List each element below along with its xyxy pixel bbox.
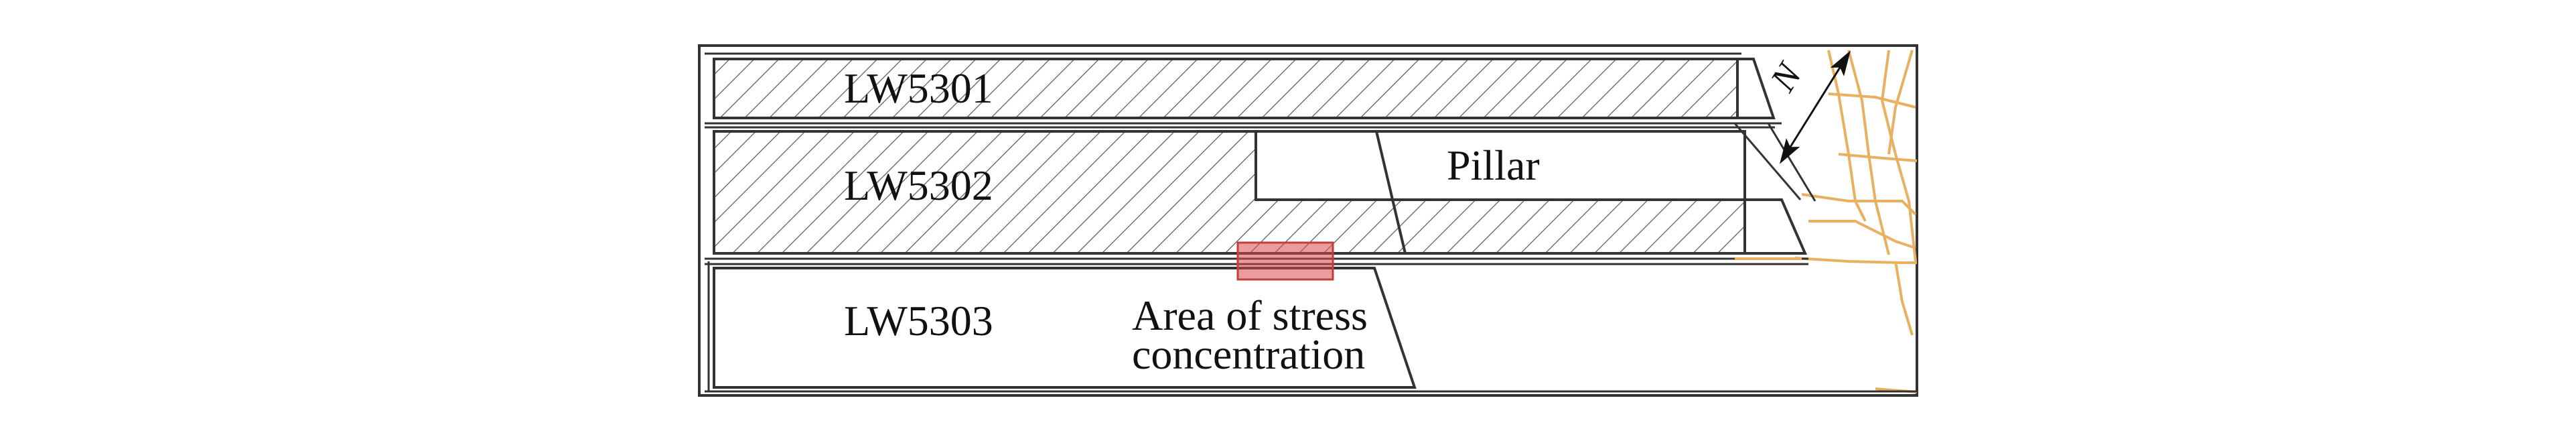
north-arrow-icon [1780,50,1851,164]
pillar-oblique-roadway [1375,131,1407,254]
label-lw5301: LW5301 [844,64,993,112]
diagonal-5302-b [1767,123,1816,202]
pillar-block [1255,130,1746,201]
roadway-network [1794,50,1918,393]
label-lw5302: LW5302 [844,162,993,209]
annotation-line-2: concentration [1132,330,1365,378]
panel-lw5301 [713,58,1739,119]
annotation-line-1: Area of stress [1132,292,1368,339]
lw5302-end-roadway [1745,198,1808,255]
stress-concentration-area [1236,241,1334,281]
label-pillar: Pillar [1447,141,1540,189]
lw5303-oblique-roadway [1373,267,1416,388]
diagonal-5302-a [1733,123,1802,200]
lw5301-end-roadway [1737,58,1776,119]
label-lw5303: LW5303 [844,297,993,344]
